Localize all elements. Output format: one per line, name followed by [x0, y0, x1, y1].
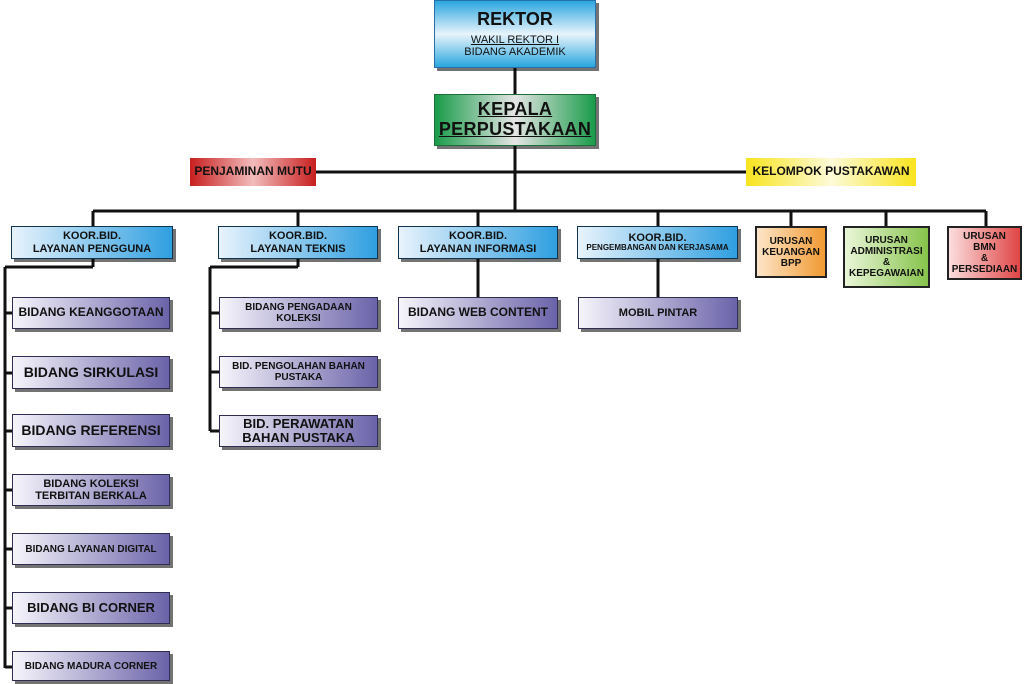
bidang-label: BIDANG KOLEKSI [43, 477, 139, 490]
koor-line2: LAYANAN PENGGUNA [32, 242, 152, 255]
bidang-label-line2: BAHAN PUSTAKA [242, 430, 355, 445]
urusan-line4: KEPEGAWAIAN [848, 268, 924, 279]
rektor-box: REKTOR WAKIL REKTOR I BIDANG AKADEMIK [434, 0, 596, 68]
rektor-title: REKTOR [477, 8, 553, 29]
urusan-line1: URUSAN [769, 235, 813, 247]
koor-line1: KOOR.BID. [628, 232, 687, 245]
bidang-perawatan-bahan-pustaka: BID. PERAWATAN BAHAN PUSTAKA [219, 415, 378, 447]
koor-line1: KOOR.BID. [448, 230, 508, 243]
bidang-label: BIDANG BI CORNER [27, 599, 155, 615]
penjaminan-mutu-box: PENJAMINAN MUTU [190, 158, 316, 186]
bidang-keanggotaan: BIDANG KEANGGOTAAN [12, 297, 170, 329]
penjaminan-mutu-label: PENJAMINAN MUTU [194, 164, 312, 179]
koor-pengembangan-kerjasama: KOOR.BID. PENGEMBANGAN DAN KERJASAMA [577, 226, 738, 259]
urusan-line2: KEUANGAN [762, 246, 820, 258]
urusan-line4: PERSEDIAAN [951, 264, 1018, 275]
urusan-line2: BMN [973, 242, 996, 253]
bidang-madura-corner: BIDANG MADURA CORNER [12, 651, 170, 681]
bidang-label: BIDANG MADURA CORNER [24, 660, 158, 672]
urusan-line2: ADMINISTRASI [850, 246, 923, 257]
urusan-bmn: URUSAN BMN & PERSEDIAAN [947, 226, 1022, 280]
koor-line1: KOOR.BID. [62, 230, 122, 243]
bidang-label-line2: TERBITAN BERKALA [35, 490, 147, 502]
urusan-line3: BPP [780, 257, 802, 269]
mobil-pintar: MOBIL PINTAR [578, 297, 738, 329]
urusan-line3: & [882, 257, 891, 268]
bidang-label: BIDANG LAYANAN DIGITAL [25, 543, 157, 555]
bidang-bi-corner: BIDANG BI CORNER [12, 592, 170, 624]
urusan-line1: URUSAN [865, 235, 908, 246]
bidang-label: BIDANG WEB CONTENT [408, 305, 548, 320]
koor-layanan-teknis: KOOR.BID. LAYANAN TEKNIS [218, 226, 378, 259]
koor-line2: LAYANAN INFORMASI [419, 242, 537, 255]
koor-line2: LAYANAN TEKNIS [250, 242, 346, 255]
bidang-label-line2: KOLEKSI [276, 313, 321, 324]
bidang-layanan-digital: BIDANG LAYANAN DIGITAL [12, 533, 170, 565]
kelompok-pustakawan-label: KELOMPOK PUSTAKAWAN [752, 164, 910, 179]
urusan-line1: URUSAN [963, 231, 1006, 242]
bidang-akademik-label: BIDANG AKADEMIK [464, 46, 566, 59]
bidang-pengadaan-koleksi: BIDANG PENGADAAN KOLEKSI [219, 297, 378, 329]
urusan-keuangan: URUSAN KEUANGAN BPP [755, 226, 827, 278]
bidang-referensi: BIDANG REFERENSI [12, 414, 170, 447]
kepala-label: KEPALA [477, 99, 553, 120]
koor-line1: KOOR.BID. [268, 230, 328, 243]
bidang-label: BID. PENGOLAHAN BAHAN [232, 361, 365, 372]
bidang-koleksi-terbitan-berkala: BIDANG KOLEKSI TERBITAN BERKALA [12, 474, 170, 506]
bidang-label: BIDANG REFERENSI [21, 421, 161, 438]
bidang-label-line2: PUSTAKA [274, 372, 323, 383]
bidang-label: BIDANG SIRKULASI [23, 363, 159, 380]
urusan-administrasi: URUSAN ADMINISTRASI & KEPEGAWAIAN [843, 226, 930, 288]
bidang-sirkulasi: BIDANG SIRKULASI [12, 356, 170, 389]
bidang-label: BID. PERAWATAN [243, 415, 354, 431]
perpustakaan-label: PERPUSTAKAAN [438, 119, 592, 139]
wakil-rektor-label: WAKIL REKTOR I [470, 34, 560, 47]
kelompok-pustakawan-box: KELOMPOK PUSTAKAWAN [746, 158, 916, 186]
bidang-label: BIDANG PENGADAAN [245, 302, 352, 313]
koor-line2: PENGEMBANGAN DAN KERJASAMA [586, 243, 729, 253]
koor-layanan-informasi: KOOR.BID. LAYANAN INFORMASI [398, 226, 558, 259]
kepala-perpustakaan-box: KEPALA PERPUSTAKAAN [434, 94, 596, 146]
bidang-pengolahan-bahan-pustaka: BID. PENGOLAHAN BAHAN PUSTAKA [219, 356, 378, 388]
bidang-web-content: BIDANG WEB CONTENT [398, 297, 558, 329]
bidang-label: BIDANG KEANGGOTAAN [18, 305, 164, 320]
urusan-line3: & [980, 253, 989, 264]
koor-layanan-pengguna: KOOR.BID. LAYANAN PENGGUNA [11, 226, 173, 259]
bidang-label: MOBIL PINTAR [618, 306, 698, 319]
